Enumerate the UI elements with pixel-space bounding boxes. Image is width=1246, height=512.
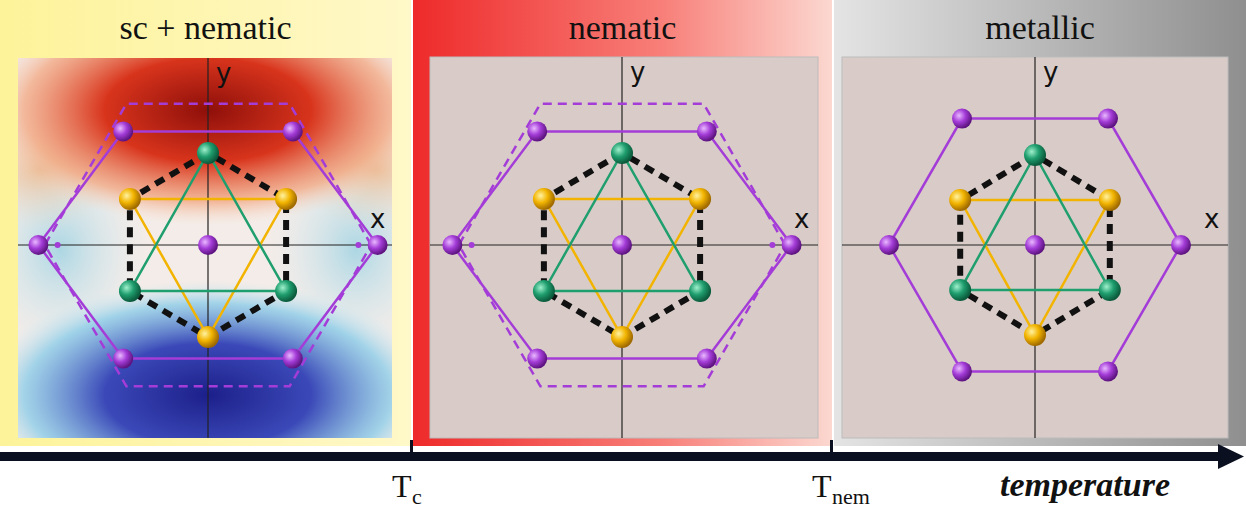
atom <box>527 349 547 369</box>
axis-label: x <box>1204 204 1219 234</box>
phase-band: metallic <box>834 0 1246 56</box>
atom <box>28 235 48 255</box>
dashed-hexagon <box>544 153 700 337</box>
temperature-subscript: nem <box>832 484 870 510</box>
atom <box>697 349 717 369</box>
axis-label: y <box>216 58 231 88</box>
atom <box>442 235 462 255</box>
atom <box>1025 235 1045 255</box>
green-triangle <box>544 153 700 291</box>
atom <box>113 349 133 369</box>
atom <box>689 280 711 302</box>
atom <box>1098 361 1118 381</box>
atom <box>283 349 303 369</box>
atom <box>782 235 802 255</box>
atom <box>952 361 972 381</box>
atom <box>1024 144 1046 166</box>
atom <box>527 121 547 141</box>
axis-label: x <box>370 204 385 234</box>
atom <box>355 242 361 248</box>
atom <box>689 188 711 210</box>
axis-title: temperature <box>1000 466 1170 504</box>
atom <box>949 279 971 301</box>
phase-heading: nematic <box>569 9 677 47</box>
atom <box>612 235 632 255</box>
atom <box>879 235 899 255</box>
lattices <box>28 104 1191 387</box>
phase-band: nematic <box>413 0 832 56</box>
axis-label: x <box>794 204 809 234</box>
atom <box>533 188 555 210</box>
temperature-symbol: T <box>392 468 412 505</box>
green-triangle <box>960 155 1110 290</box>
yellow-triangle <box>130 199 286 337</box>
dashed-hexagon <box>960 155 1110 335</box>
green-triangle <box>130 153 286 291</box>
atom <box>119 280 141 302</box>
lattice-frame <box>430 57 818 438</box>
atom <box>283 121 303 141</box>
metallic-phase-ground <box>834 0 1246 446</box>
axis-label: y <box>630 57 645 87</box>
lattice-frame <box>842 57 1228 438</box>
undistorted-hexagon <box>459 104 785 387</box>
atom <box>368 235 388 255</box>
undistorted-hexagon <box>45 104 371 387</box>
phase-heading: metallic <box>985 9 1095 47</box>
atom <box>611 326 633 348</box>
atom <box>113 121 133 141</box>
atom <box>1098 109 1118 129</box>
purple-hexagon <box>889 119 1181 372</box>
axes <box>18 57 1228 438</box>
atom <box>197 142 219 164</box>
temperature-symbol: T <box>812 468 832 505</box>
atom <box>1024 324 1046 346</box>
atom <box>611 142 633 164</box>
atom <box>697 121 717 141</box>
nematic-phase-ground <box>413 0 832 446</box>
purple-hexagon <box>38 131 377 358</box>
yellow-triangle <box>544 199 700 337</box>
axis-label: y <box>1043 57 1058 87</box>
purple-hexagon <box>452 131 791 358</box>
atom <box>952 109 972 129</box>
atom <box>1171 235 1191 255</box>
atom <box>275 188 297 210</box>
phase-band: sc + nematic <box>0 0 411 56</box>
atom <box>55 242 61 248</box>
gap-heatmap <box>18 58 392 438</box>
temperature-subscript: c <box>412 484 422 510</box>
atom <box>469 242 475 248</box>
atom <box>198 235 218 255</box>
phase-heading: sc + nematic <box>119 9 291 47</box>
atom <box>275 280 297 302</box>
atom <box>1099 189 1121 211</box>
atom <box>119 188 141 210</box>
atom <box>949 189 971 211</box>
yellow-triangle <box>960 200 1110 335</box>
temperature-axis <box>0 440 1244 469</box>
dashed-hexagon <box>130 153 286 337</box>
atom <box>533 280 555 302</box>
atom <box>197 326 219 348</box>
atom <box>769 242 775 248</box>
atom <box>1099 279 1121 301</box>
